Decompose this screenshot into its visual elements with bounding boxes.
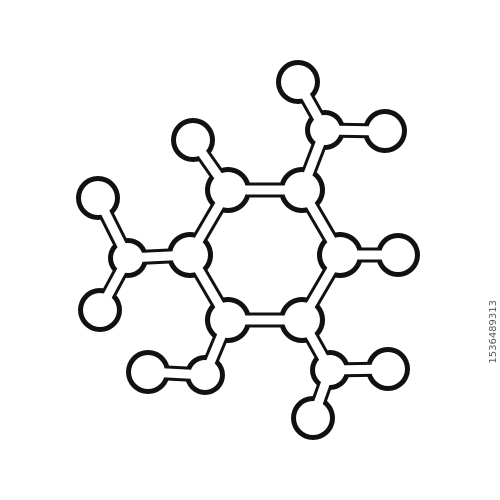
atoms-inner [81, 65, 415, 435]
stock-id-text: 1536489313 [488, 300, 500, 364]
